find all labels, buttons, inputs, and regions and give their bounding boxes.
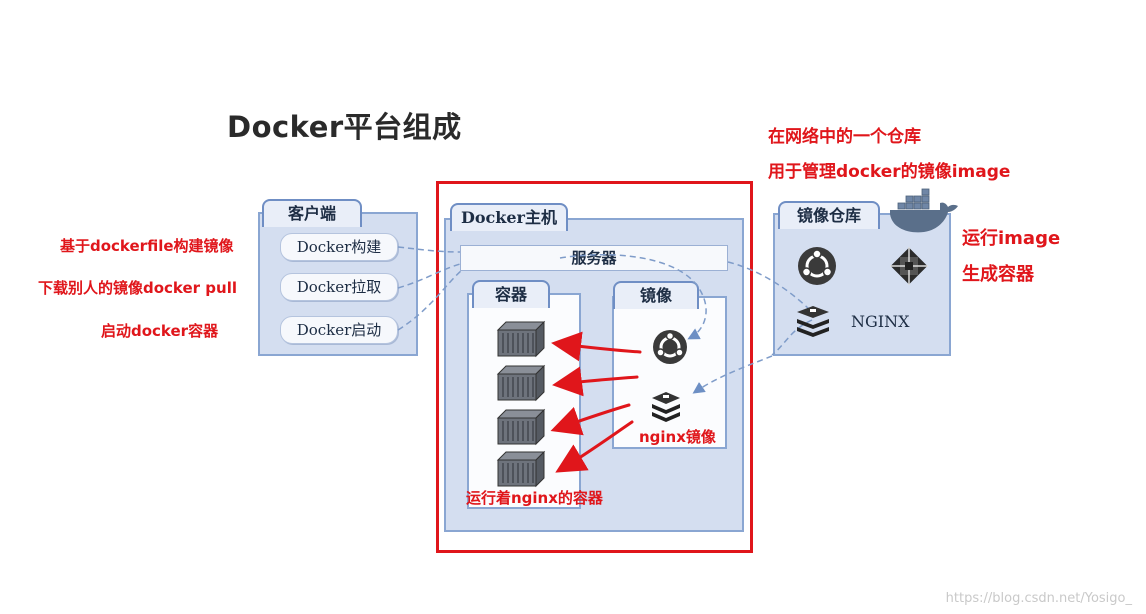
container-icon-2 — [497, 365, 545, 401]
annotation-run-image-line1: 运行image — [962, 228, 1061, 249]
containers-label: 容器 — [472, 280, 550, 308]
docker-run-command[interactable]: Docker启动 — [280, 316, 398, 344]
docker-whale-icon — [890, 188, 958, 233]
ubuntu-registry-icon — [798, 247, 836, 285]
nginx-image-icon — [652, 392, 680, 422]
annotation-nginx-image: nginx镜像 — [639, 428, 716, 446]
annotation-run: 启动docker容器 — [101, 322, 219, 340]
registry-label: 镜像仓库 — [778, 201, 880, 229]
watermark: https://blog.csdn.net/Yosigo_ — [945, 591, 1132, 606]
annotation-nginx-container: 运行着nginx的容器 — [466, 489, 603, 507]
annotation-pull: 下载别人的镜像docker pull — [38, 279, 237, 297]
annotation-registry-line2: 用于管理docker的镜像image — [768, 162, 1011, 182]
container-icon-1 — [497, 321, 545, 357]
docker-host-label: Docker主机 — [450, 203, 568, 231]
ubuntu-image-icon — [653, 330, 687, 364]
client-label: 客户端 — [262, 199, 362, 227]
nginx-registry-icon — [797, 306, 829, 337]
docker-host-highlight — [436, 181, 753, 553]
annotation-run-image-line2: 生成容器 — [962, 264, 1034, 285]
diagram-title: Docker平台组成 — [227, 110, 462, 144]
annotation-registry-line1: 在网络中的一个仓库 — [768, 127, 921, 147]
docker-pull-command[interactable]: Docker拉取 — [280, 273, 398, 301]
images-label: 镜像 — [613, 281, 699, 309]
centos-registry-icon — [890, 247, 928, 285]
nginx-registry-label: NGINX — [851, 312, 910, 331]
docker-build-command[interactable]: Docker构建 — [280, 233, 398, 261]
annotation-build: 基于dockerfile构建镜像 — [60, 237, 234, 255]
server-bar: 服务器 — [460, 245, 728, 271]
container-icon-3 — [497, 409, 545, 445]
container-icon-4 — [497, 451, 545, 487]
